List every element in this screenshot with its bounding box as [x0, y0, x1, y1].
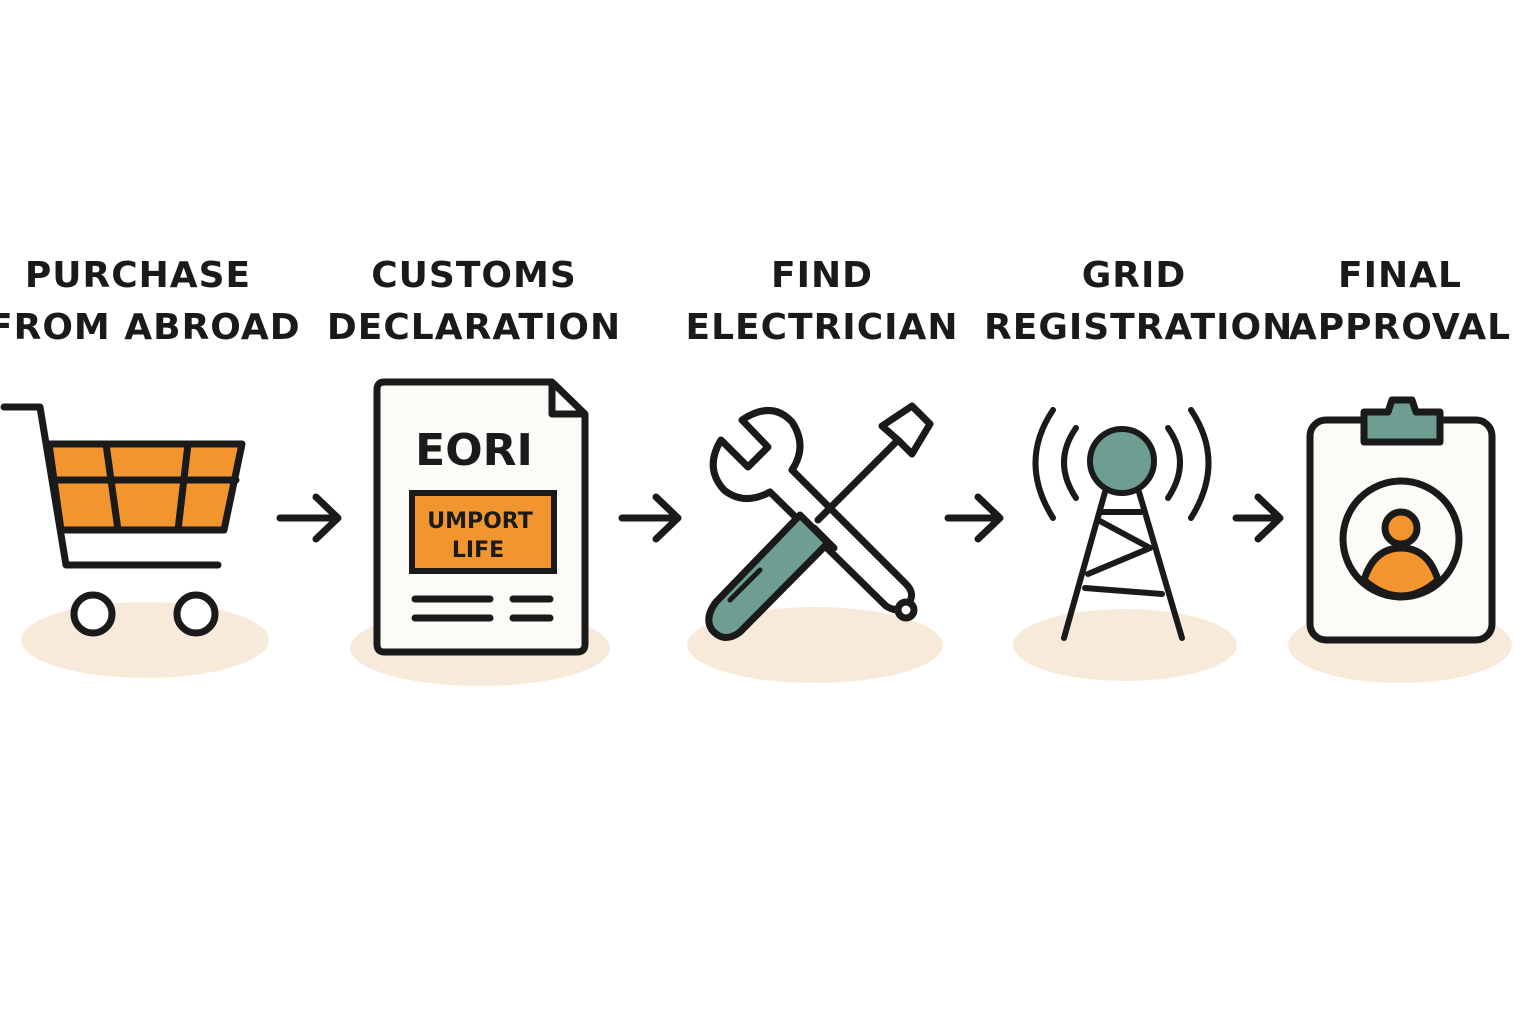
clipboard-person-icon	[1306, 396, 1496, 644]
document-icon: EORI UMPORT LIFE	[373, 378, 589, 656]
ground-shadow	[687, 607, 943, 683]
step-label-line1: GRID	[1081, 255, 1187, 296]
step-label-line2: DECLARATION	[326, 307, 622, 348]
ground-shadow	[21, 602, 269, 678]
arrow-right-icon	[276, 493, 342, 543]
arrow-right-icon	[618, 493, 682, 543]
arrow-right-icon	[944, 493, 1004, 543]
step-label-line2: REGISTRATION	[984, 307, 1294, 348]
stamp-line2: LIFE	[452, 538, 504, 563]
step-label-line1: FIND	[771, 255, 873, 296]
import-stamp	[409, 490, 557, 574]
step-label-line2: APPROVAL	[1288, 307, 1512, 348]
step-label-approval: FINAL APPROVAL	[1280, 250, 1520, 354]
step-label-line1: PURCHASE	[24, 255, 252, 296]
arrow-right-icon	[1232, 493, 1284, 543]
step-label-customs: CUSTOMS DECLARATION	[324, 250, 624, 354]
document-heading: EORI	[415, 425, 533, 476]
wrench-screwdriver-icon	[705, 402, 934, 641]
step-label-line2: FROM ABROAD	[0, 307, 301, 348]
shopping-cart-icon	[0, 403, 246, 637]
stamp-line1: UMPORT	[427, 509, 533, 534]
step-label-purchase: PURCHASE FROM ABROAD	[0, 250, 301, 354]
step-label-line1: CUSTOMS	[371, 255, 577, 296]
ground-shadow	[1013, 609, 1237, 681]
step-label-line1: FINAL	[1338, 255, 1462, 296]
radio-tower-icon	[1032, 407, 1212, 641]
step-label-line2: ELECTRICIAN	[685, 307, 959, 348]
step-label-electrician: FIND ELECTRICIAN	[672, 250, 972, 354]
step-label-grid: GRID REGISTRATION	[984, 250, 1294, 354]
